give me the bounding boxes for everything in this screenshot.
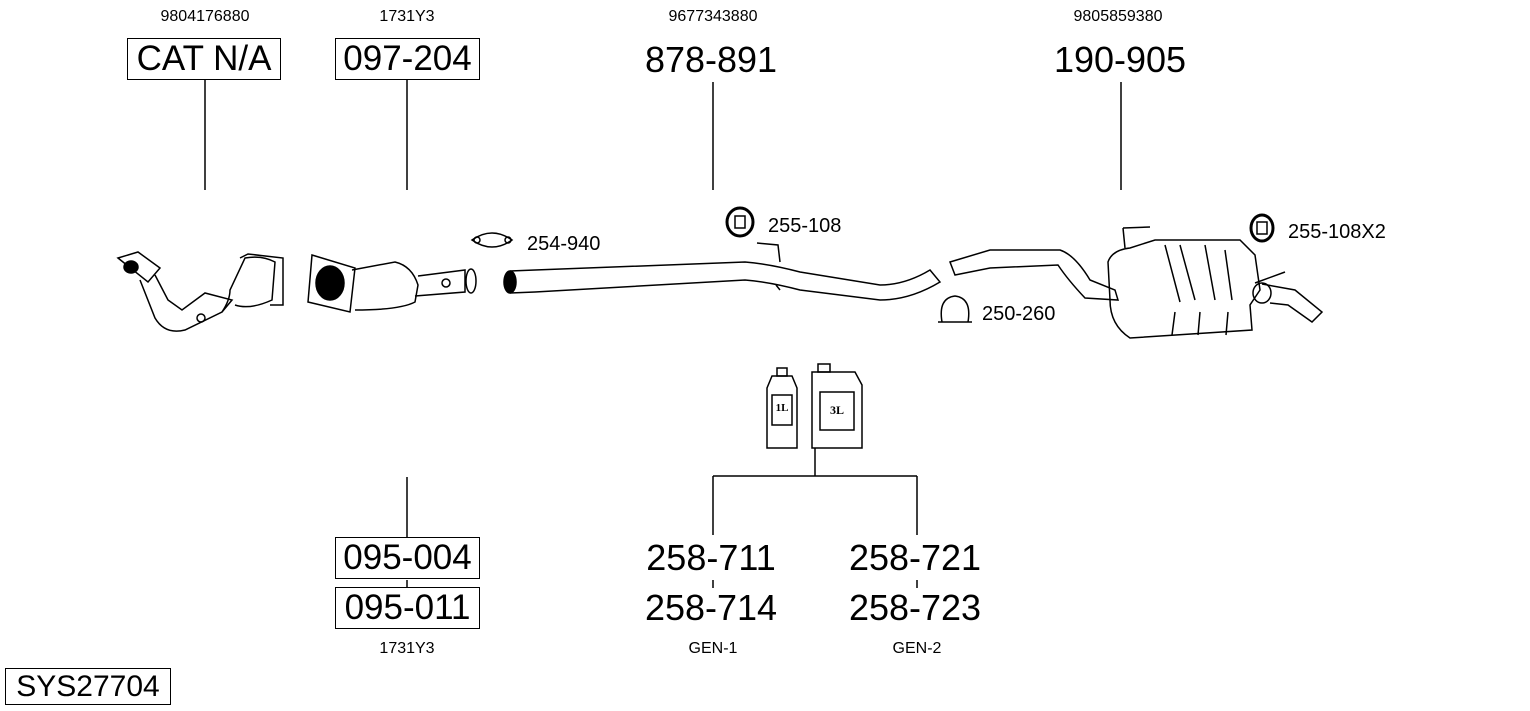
rubber-hanger-icon (1249, 213, 1275, 243)
accessory-part-number[interactable]: 250-260 (982, 303, 1056, 325)
bottle-3l-label: 3L (829, 403, 844, 417)
clamp-icon (470, 232, 514, 248)
oem-number: 9804176880 (160, 8, 250, 25)
oem-number: 1731Y3 (379, 8, 435, 25)
oem-number: 9677343880 (668, 8, 758, 25)
part-number-box[interactable]: 097-204 (335, 38, 480, 80)
mounting-kit-box[interactable]: 095-004 (335, 537, 480, 579)
paste-can-3l-icon (811, 363, 863, 449)
system-code-box: SYS27704 (5, 668, 171, 705)
part-number[interactable]: 190-905 (1053, 39, 1187, 80)
u-clamp-icon (938, 295, 972, 323)
paste-part-number[interactable]: 258-721 (848, 537, 982, 578)
paste-part-number[interactable]: 258-714 (644, 587, 778, 628)
centre-pipe-drawing (503, 242, 942, 301)
rubber-hanger-icon (725, 206, 755, 238)
paste-group-label: GEN-2 (892, 640, 942, 657)
part-number[interactable]: 878-891 (644, 39, 778, 80)
accessory-part-number[interactable]: 254-940 (527, 233, 601, 255)
accessory-part-number[interactable]: 255-108X2 (1288, 221, 1386, 243)
mounting-kit-box[interactable]: 095-011 (335, 587, 480, 629)
bottle-1l-label: 1L (775, 402, 789, 414)
paste-group-label: GEN-1 (688, 640, 738, 657)
catalytic-converter-drawing (307, 254, 477, 313)
paste-part-number[interactable]: 258-711 (646, 537, 776, 578)
leader-lines (204, 80, 1122, 588)
oem-number: 1731Y3 (379, 640, 435, 657)
paste-bottle-1l-icon (766, 367, 798, 449)
paste-part-number[interactable]: 258-723 (848, 587, 982, 628)
part-number-box[interactable]: CAT N/A (127, 38, 281, 80)
rear-silencer-drawing (949, 226, 1324, 339)
accessory-part-number[interactable]: 255-108 (768, 215, 842, 237)
catalytic-converter-front-drawing (116, 251, 284, 332)
oem-number: 9805859380 (1073, 8, 1163, 25)
